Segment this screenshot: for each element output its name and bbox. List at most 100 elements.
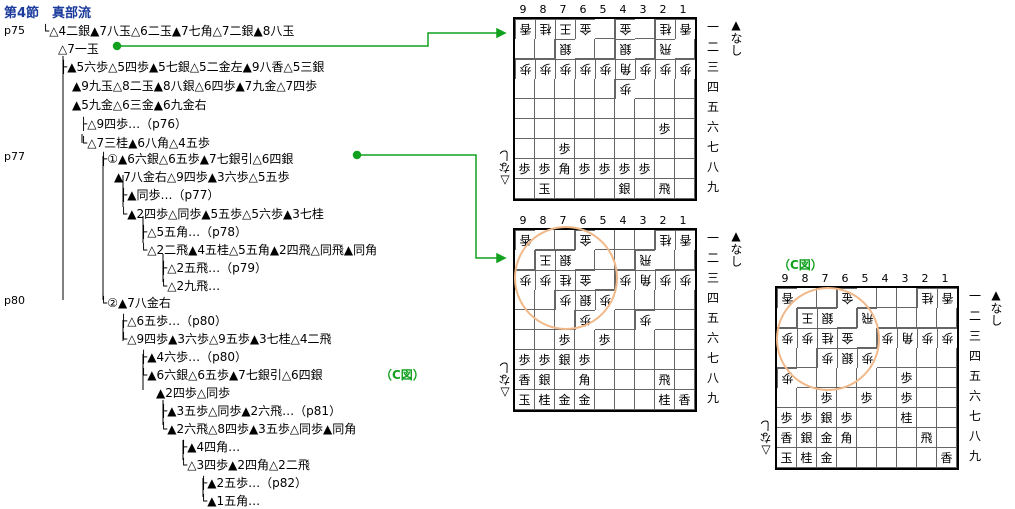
board-square: 歩: [575, 350, 595, 370]
board-square: 歩: [575, 59, 595, 79]
board-square: 金: [555, 390, 575, 410]
move-line: └▲6六銀△6五歩▲7七銀引△6四銀: [140, 368, 323, 382]
move-line: ├▲4六歩…（p80）: [140, 350, 247, 364]
board-square: [575, 179, 595, 199]
board-square: [515, 330, 535, 350]
board-square: 香: [675, 230, 695, 250]
board-square: [675, 139, 695, 159]
board-square: [635, 179, 655, 199]
file-label: 2: [659, 214, 667, 227]
file-label: 2: [659, 3, 667, 16]
board-square: [615, 99, 635, 119]
board-square: [675, 99, 695, 119]
board-square: [655, 350, 675, 370]
file-label: 8: [801, 272, 809, 285]
board-square: [615, 139, 635, 159]
move-line: └▲2四歩△同歩▲5五歩△5六歩▲3七桂: [120, 207, 324, 221]
board-square: 玉: [515, 390, 535, 410]
file-label: 7: [559, 3, 567, 16]
board-square: [655, 139, 675, 159]
board-square: 歩: [515, 350, 535, 370]
board-square: [615, 290, 635, 310]
board-square: [615, 250, 635, 270]
board-square: 銀: [535, 370, 555, 390]
board-square: [575, 139, 595, 159]
move-line: ▲7八金右△9四歩▲3六歩△5五歩: [114, 170, 290, 184]
rank-label: 一: [969, 289, 982, 303]
board-square: [917, 308, 937, 328]
board-square: [555, 179, 575, 199]
file-label: 3: [639, 3, 647, 16]
board-square: [675, 330, 695, 350]
board-square: 桂: [797, 448, 817, 468]
board-square: [575, 99, 595, 119]
board-square: [675, 350, 695, 370]
board-square: [575, 79, 595, 99]
board-square: 角: [635, 270, 655, 290]
board-square: [535, 39, 555, 59]
board-grid: 香桂王金金桂香銀銀飛歩歩歩歩歩角歩歩歩歩歩歩歩歩角歩歩歩歩玉銀飛: [513, 17, 697, 201]
board-square: [635, 230, 655, 250]
board-square: [515, 39, 535, 59]
move-line: ├△2五飛…（p79）: [160, 261, 267, 275]
rank-label: 八: [969, 429, 982, 443]
board-square: [615, 310, 635, 330]
rank-label: 七: [707, 140, 720, 154]
rank-label: 九: [969, 449, 982, 463]
board-square: [797, 388, 817, 408]
board-square: [655, 290, 675, 310]
move-line: └②▲7八金右: [100, 296, 171, 310]
board-square: 飛: [655, 39, 675, 59]
file-label: 5: [861, 272, 869, 285]
board-square: 歩: [797, 408, 817, 428]
board-square: [877, 388, 897, 408]
board-square: [917, 448, 937, 468]
board-square: [615, 390, 635, 410]
board-square: [675, 159, 695, 179]
board-square: 歩: [555, 59, 575, 79]
board-square: [595, 39, 615, 59]
board-square: [917, 408, 937, 428]
board-square: [595, 79, 615, 99]
board-square: [595, 370, 615, 390]
board-square: [655, 310, 675, 330]
move-line: ├▲5六歩△5四歩▲5七銀△5二金左▲9八香△5三銀: [60, 60, 325, 74]
board-square: [575, 330, 595, 350]
board-square: 歩: [615, 159, 635, 179]
page-ref-p77: p77: [4, 150, 25, 163]
file-label: 9: [519, 214, 527, 227]
board-square: 歩: [535, 350, 555, 370]
board-square: 角: [897, 328, 917, 348]
board-square: [857, 448, 877, 468]
board-square: [937, 408, 957, 428]
board-square: [635, 350, 655, 370]
board-square: 歩: [615, 79, 635, 99]
board-square: 歩: [515, 159, 535, 179]
move-line: └△2二飛▲4五桂△5五角▲2四飛△同飛▲同角: [140, 243, 378, 257]
board-square: [555, 370, 575, 390]
move-line: └△3四歩▲2四角△2二飛: [180, 458, 310, 472]
board-square: 金: [575, 19, 595, 39]
rank-label: 一: [707, 231, 720, 245]
board-square: 歩: [595, 159, 615, 179]
gote-hand: △なし: [759, 420, 773, 458]
diagram-c-label: （C図）: [380, 368, 425, 382]
board-square: [555, 119, 575, 139]
board-square: 歩: [635, 159, 655, 179]
board-square: [877, 428, 897, 448]
board-square: [615, 119, 635, 139]
board-square: [575, 39, 595, 59]
board-square: 歩: [635, 59, 655, 79]
board-square: 香: [515, 19, 535, 39]
move-line: ├①▲6六銀△6五歩▲7七銀引△6四銀: [100, 152, 294, 166]
board-square: [515, 79, 535, 99]
chapter-title: 第4節 真部流: [4, 6, 92, 21]
board-square: 銀: [555, 39, 575, 59]
board-square: 桂: [655, 390, 675, 410]
board-square: [937, 388, 957, 408]
move-line: ├▲同歩…（p77）: [120, 188, 220, 202]
board-square: [595, 139, 615, 159]
board-square: [595, 119, 615, 139]
board-square: [635, 19, 655, 39]
